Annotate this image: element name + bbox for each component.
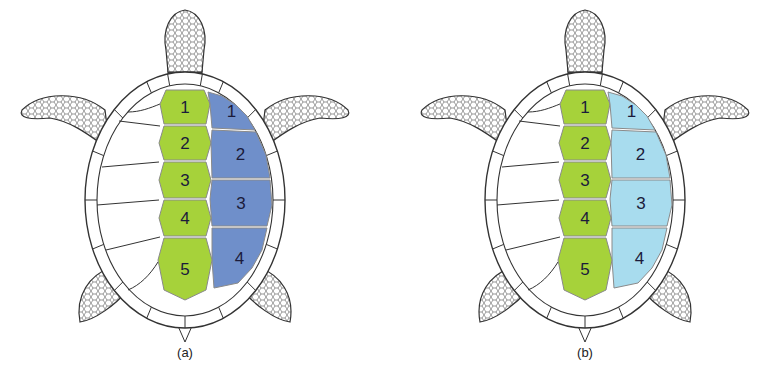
panel-label: (a) [177, 345, 193, 360]
scute-fill [211, 130, 270, 178]
scute-number: 4 [235, 250, 244, 267]
scute-fill [559, 162, 611, 198]
vertebral-scute: 5 [558, 238, 612, 300]
scute-number: 4 [580, 210, 589, 227]
vertebral-scute: 2 [559, 126, 611, 160]
vertebral-scute: 1 [160, 90, 210, 124]
scute-fill [158, 238, 212, 300]
costal-scute: 4 [212, 228, 267, 288]
costal-scute: 4 [612, 228, 667, 288]
scute-number: 1 [180, 99, 189, 116]
scute-number: 2 [636, 146, 645, 163]
scute-fill [159, 162, 211, 198]
scute-number: 4 [180, 210, 189, 227]
scute-fill [559, 126, 611, 160]
scute-fill [608, 92, 655, 130]
scute-number: 2 [180, 135, 189, 152]
vertebral-scute: 5 [158, 238, 212, 300]
scute-number: 3 [236, 195, 245, 212]
scute-fill [160, 90, 210, 124]
costal-scute: 3 [610, 180, 672, 226]
scute-fill [611, 130, 670, 178]
scute-number: 3 [180, 172, 189, 189]
scute-fill [558, 238, 612, 300]
scute-number: 2 [236, 146, 245, 163]
vertebral-scute: 4 [159, 200, 211, 236]
scute-number: 3 [580, 172, 589, 189]
scute-number: 1 [627, 103, 636, 120]
scute-fill [159, 126, 211, 160]
scute-number: 2 [580, 135, 589, 152]
costal-scute: 1 [608, 92, 655, 130]
costal-scute: 2 [611, 130, 670, 178]
vertebral-scute: 1 [560, 90, 610, 124]
scute-fill [212, 228, 267, 288]
scute-number: 1 [227, 103, 236, 120]
panel-label: (b) [577, 345, 593, 360]
turtle-a [21, 10, 349, 342]
vertebral-scute: 3 [559, 162, 611, 198]
costal-scute: 1 [208, 92, 255, 130]
scute-fill [612, 228, 667, 288]
scute-fill [210, 180, 272, 226]
scute-number: 5 [580, 261, 589, 278]
scute-fill [159, 200, 211, 236]
scute-number: 3 [636, 195, 645, 212]
scute-fill [610, 180, 672, 226]
vertebral-scute: 3 [159, 162, 211, 198]
scute-fill [559, 200, 611, 236]
costal-scute: 3 [210, 180, 272, 226]
scute-number: 5 [180, 261, 189, 278]
vertebral-scute: 4 [559, 200, 611, 236]
scute-fill [208, 92, 255, 130]
vertebral-scute: 2 [159, 126, 211, 160]
scute-fill [560, 90, 610, 124]
turtle-b [421, 10, 749, 342]
scute-number: 4 [635, 250, 644, 267]
scute-number: 1 [580, 99, 589, 116]
costal-scute: 2 [211, 130, 270, 178]
